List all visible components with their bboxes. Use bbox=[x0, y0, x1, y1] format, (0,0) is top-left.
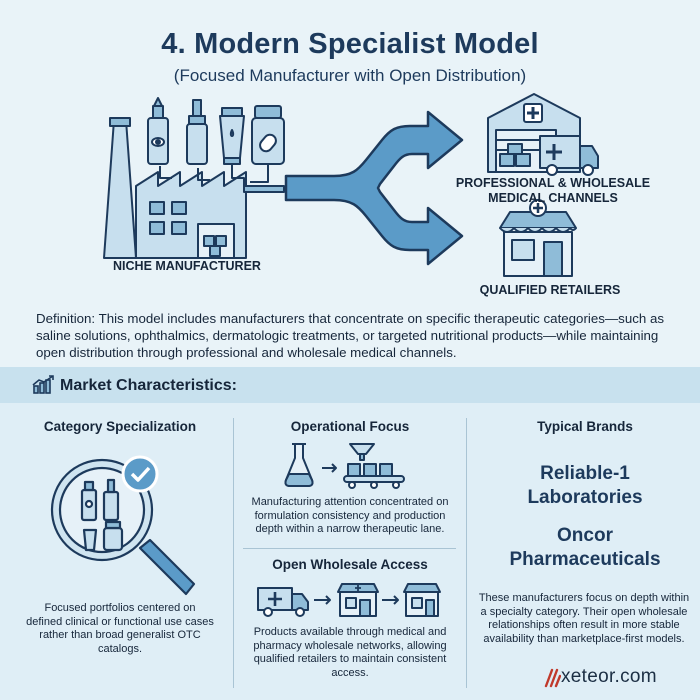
brand-reliable-1-line1: Reliable-1 bbox=[540, 463, 630, 484]
wholesale-flow-icon bbox=[257, 583, 441, 617]
section-divider bbox=[243, 548, 456, 549]
storefront-icon bbox=[499, 199, 577, 277]
brand-reliable-1: Reliable-1 Laboratories bbox=[470, 462, 700, 510]
conveyor-icon bbox=[243, 185, 285, 193]
manufacturer-label: NICHE MANUFACTURER bbox=[113, 259, 261, 273]
truck-icon bbox=[257, 587, 309, 617]
market-characteristics-band bbox=[0, 367, 700, 403]
brand-oncor: Oncor Pharmaceuticals bbox=[470, 524, 700, 572]
operational-focus-heading: Operational Focus bbox=[290, 419, 410, 434]
delivery-truck-icon bbox=[539, 135, 599, 176]
distribution-diagram bbox=[0, 90, 700, 310]
eye-drop-bottle-icon bbox=[147, 97, 169, 165]
magnifier-products-icon bbox=[50, 455, 196, 596]
lab-to-production-icon bbox=[284, 443, 405, 489]
production-line-icon bbox=[343, 443, 405, 489]
page-subtitle: (Focused Manufacturer with Open Distribu… bbox=[173, 66, 527, 85]
professional-channels-line1: PROFESSIONAL & WHOLESALE bbox=[455, 176, 651, 190]
open-wholesale-text: Products available through medical and p… bbox=[253, 626, 447, 679]
professional-channels-label: PROFESSIONAL & WHOLESALE MEDICAL CHANNEL… bbox=[438, 176, 668, 206]
nasal-spray-icon bbox=[186, 99, 208, 165]
split-arrow-icon bbox=[284, 110, 464, 266]
store-icon bbox=[403, 583, 441, 617]
typical-brands-text: These manufacturers focus on depth withi… bbox=[478, 592, 690, 645]
distribution-diagram-svg bbox=[103, 93, 599, 277]
retailers-label: QUALIFIED RETAILERS bbox=[479, 283, 621, 297]
factory-icon bbox=[103, 117, 247, 259]
brand-oncor-line1: Oncor bbox=[557, 525, 613, 546]
brand-reliable-1-line2: Laboratories bbox=[527, 487, 643, 508]
pill-bottle-icon bbox=[251, 105, 285, 165]
column-divider bbox=[233, 418, 234, 688]
brand-oncor-line2: Pharmaceuticals bbox=[509, 549, 661, 570]
operational-focus-text: Manufacturing attention concentrated on … bbox=[251, 496, 449, 535]
xeteor-logo-icon bbox=[544, 668, 561, 688]
definition-text: Definition: This model includes manufact… bbox=[36, 311, 664, 360]
flask-icon bbox=[284, 443, 314, 487]
market-characteristics-title: Market Characteristics: bbox=[60, 377, 237, 394]
column-divider bbox=[466, 418, 467, 688]
page-title: 4. Modern Specialist Model bbox=[161, 28, 539, 60]
xeteor-logo[interactable]: xeteor.com bbox=[561, 666, 657, 687]
category-specialization-text: Focused portfolios centered on defined c… bbox=[26, 602, 214, 655]
bar-chart-icon bbox=[32, 375, 54, 394]
professional-channels-line2: MEDICAL CHANNELS bbox=[488, 191, 618, 205]
open-wholesale-heading: Open Wholesale Access bbox=[272, 557, 428, 572]
ointment-tube-icon bbox=[219, 107, 245, 165]
category-specialization-heading: Category Specialization bbox=[43, 419, 197, 434]
typical-brands-heading: Typical Brands bbox=[537, 419, 633, 434]
pharmacy-icon bbox=[337, 583, 379, 617]
